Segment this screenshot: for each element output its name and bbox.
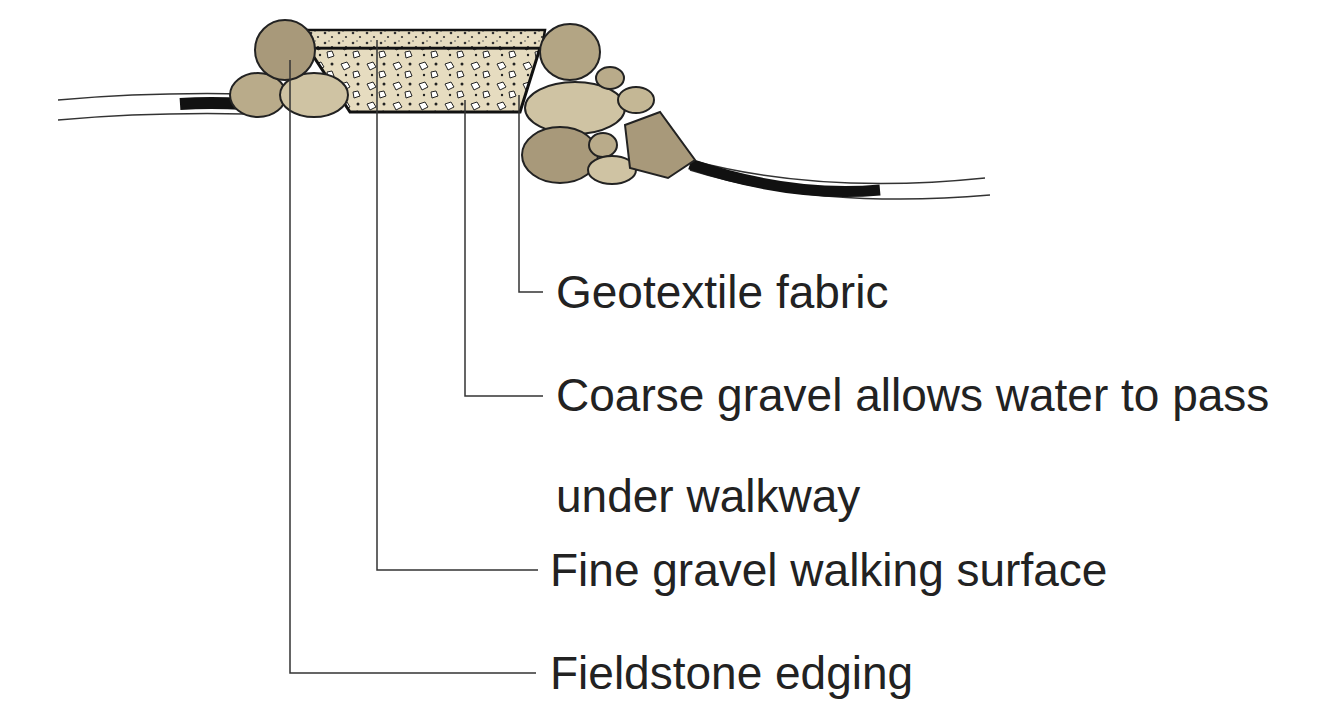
fieldstone [230, 20, 695, 184]
fieldstone-label: Fieldstone edging [550, 646, 1330, 701]
leader-line [290, 40, 543, 673]
fine-gravel [306, 30, 545, 48]
geotextile-label: Geotextile fabric [556, 265, 1326, 320]
fine-gravel-label: Fine gravel walking surface [550, 543, 1330, 598]
ground-thick [690, 164, 880, 192]
ground-line [58, 94, 990, 199]
coarse-gravel-label: Coarse gravel allows water to pass under… [556, 345, 1326, 547]
